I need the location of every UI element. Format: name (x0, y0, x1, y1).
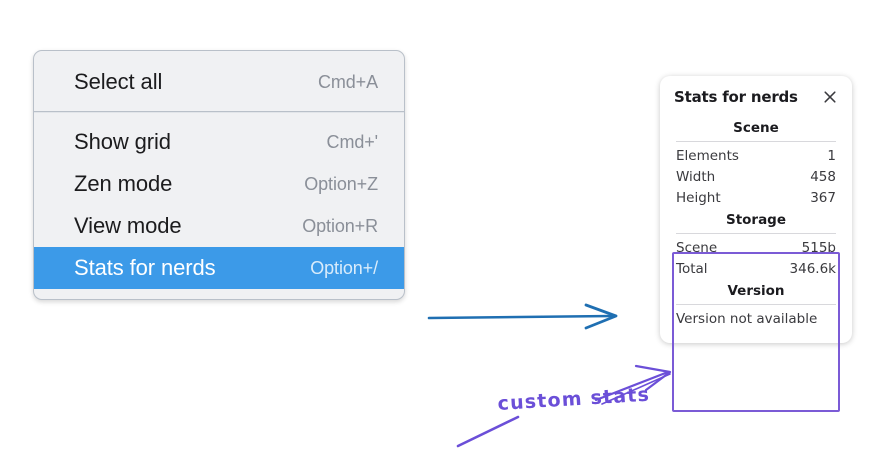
divider (676, 304, 836, 305)
menu-item-zen-mode[interactable]: Zen mode Option+Z (34, 163, 404, 205)
stats-for-nerds-panel: Stats for nerds Scene Elements 1 Width 4… (660, 76, 852, 343)
section-heading-storage: Storage (725, 212, 787, 228)
menu-item-select-all[interactable]: Select all Cmd+A (34, 61, 404, 103)
section-heading-scene: Scene (733, 120, 779, 136)
menu-section-2: Show grid Cmd+' Zen mode Option+Z View m… (34, 112, 404, 299)
menu-item-label: Stats for nerds (74, 255, 216, 280)
menu-item-view-mode[interactable]: View mode Option+R (34, 205, 404, 247)
section-heading-version: Version (727, 283, 785, 299)
stat-value: 515b (801, 239, 836, 256)
divider (676, 233, 836, 234)
stat-row-storage-scene: Scene 515b (674, 237, 838, 258)
custom-stats-note: custom stats (497, 383, 651, 415)
stat-key: Height (676, 189, 721, 206)
menu-item-show-grid[interactable]: Show grid Cmd+' (34, 121, 404, 163)
stat-value: 1 (827, 147, 836, 164)
menu-item-shortcut: Option+Z (304, 173, 378, 194)
stats-panel-title: Stats for nerds (674, 88, 798, 106)
stats-panel-header: Stats for nerds (674, 88, 838, 106)
stat-value: 367 (810, 189, 836, 206)
menu-item-label: View mode (74, 213, 182, 238)
menu-item-stats-for-nerds[interactable]: Stats for nerds Option+/ (34, 247, 404, 289)
stat-key: Elements (676, 147, 739, 164)
context-menu[interactable]: Select all Cmd+A Show grid Cmd+' Zen mod… (33, 50, 405, 300)
menu-item-label: Select all (74, 69, 163, 94)
stat-row-width: Width 458 (674, 166, 838, 187)
stat-row-elements: Elements 1 (674, 145, 838, 166)
blue-arrow-annotation (427, 303, 618, 330)
stat-value: 458 (810, 168, 836, 185)
stat-key: Width (676, 168, 716, 185)
purple-underline-stroke (456, 415, 520, 448)
menu-item-shortcut: Option+R (302, 215, 378, 236)
stat-key: Scene (676, 239, 718, 256)
menu-item-shortcut: Option+/ (310, 257, 378, 278)
close-icon[interactable] (822, 89, 838, 105)
version-note: Version not available (676, 311, 818, 327)
divider (676, 141, 836, 142)
stat-row-storage-total: Total 346.6k (674, 258, 838, 279)
menu-section-1: Select all Cmd+A (34, 51, 404, 112)
menu-item-shortcut: Cmd+A (317, 71, 378, 92)
menu-item-label: Show grid (74, 129, 171, 154)
stat-row-height: Height 367 (674, 187, 838, 208)
stat-value: 346.6k (789, 260, 836, 277)
stat-key: Total (676, 260, 708, 277)
menu-item-shortcut: Cmd+' (326, 131, 379, 152)
menu-item-label: Zen mode (74, 171, 173, 196)
